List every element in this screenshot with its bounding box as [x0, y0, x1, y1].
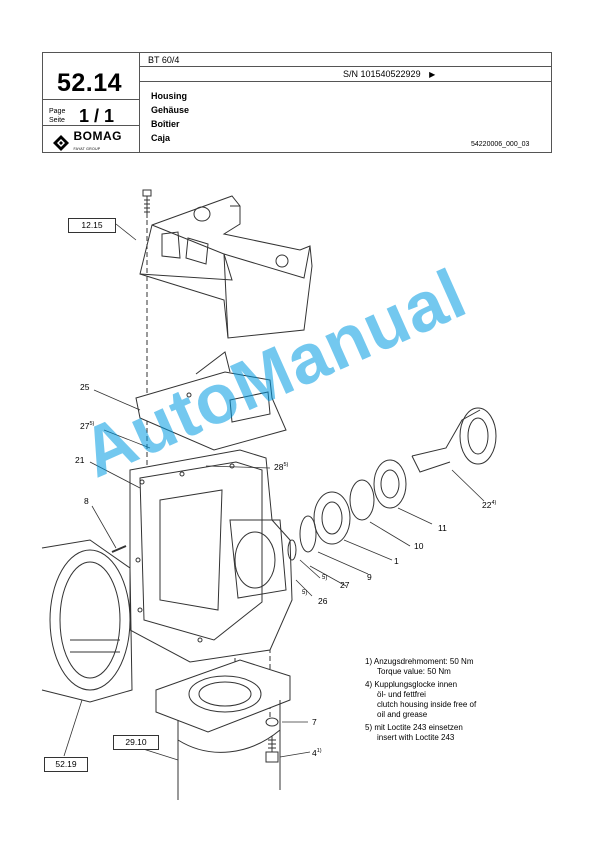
page-label: Page Seite — [49, 107, 65, 125]
label-21: 21 — [75, 455, 85, 465]
ring-26 — [287, 539, 297, 561]
label-26: 26 — [318, 596, 328, 606]
label-28: 285) — [274, 462, 288, 472]
clutch-bell-22 — [411, 407, 497, 473]
label-22: 224) — [482, 500, 496, 510]
title-fr: Boîtier — [151, 119, 180, 129]
label-27-top: 275) — [80, 421, 94, 431]
label-5-note: 5) — [322, 575, 328, 581]
label-4: 41) — [312, 748, 322, 758]
header-rule-2 — [139, 81, 551, 82]
header-rule-left-2 — [43, 125, 139, 126]
seal-11 — [373, 459, 407, 509]
note-4-en-2: oil and grease — [377, 710, 428, 719]
label-9: 9 — [367, 572, 372, 582]
label-28-number: 28 — [274, 462, 284, 472]
label-26-note: 5) — [302, 590, 308, 596]
brand-sub: FAYAT GROUP — [73, 147, 101, 151]
pump-left — [41, 539, 133, 703]
title-es: Caja — [151, 133, 171, 143]
label-27-number: 27 — [80, 421, 90, 431]
document-id: 54220006_000_03 — [471, 141, 530, 148]
ref-box-29-10[interactable]: 29.10 — [113, 735, 159, 750]
bearing-1 — [313, 491, 351, 545]
title-de: Gehäuse — [151, 105, 190, 115]
label-27-bottom: 27 — [340, 580, 350, 590]
model-name: BT 60/4 — [148, 55, 180, 65]
assembly-notes: 1) Anzugsdrehmoment: 50 Nm Torque value:… — [365, 657, 476, 746]
note-5-de: 5) mit Loctite 243 einsetzen — [365, 723, 463, 732]
title-en: Housing — [151, 91, 187, 101]
label-22-number: 22 — [482, 500, 492, 510]
screw-top — [142, 189, 152, 218]
label-7: 7 — [312, 717, 317, 727]
label-22-note: 4) — [491, 500, 497, 507]
note-5-en: insert with Loctite 243 — [377, 733, 455, 742]
label-27-note: 5) — [89, 421, 95, 428]
part-titles: Housing Gehäuse Boîtier Caja — [151, 89, 189, 145]
washer-7 — [265, 717, 279, 727]
label-28-note: 5) — [283, 462, 289, 469]
note-1-de: 1) Anzugsdrehmoment: 50 Nm — [365, 657, 474, 666]
flange-bottom — [155, 659, 291, 800]
header-divider — [139, 53, 140, 152]
label-4-note: 1) — [316, 748, 322, 755]
seal-ring-27 — [299, 515, 317, 553]
circlip-10 — [349, 479, 375, 521]
leader-lines — [63, 223, 485, 761]
bomag-diamond-icon — [53, 134, 69, 151]
label-8: 8 — [84, 496, 89, 506]
bomag-logo: BOMAG FAYAT GROUP — [53, 129, 122, 154]
label-10: 10 — [414, 541, 424, 551]
page-value: 1 / 1 — [79, 106, 115, 126]
ref-box-52-19[interactable]: 52.19 — [44, 757, 88, 772]
page-number: 52.14 — [57, 69, 123, 97]
ref-box-12-15[interactable]: 12.15 — [68, 218, 116, 233]
header-rule-1 — [139, 66, 551, 67]
serial-text: S/N 101540522929 — [343, 69, 421, 79]
guard-cover — [139, 195, 313, 339]
housing-part — [129, 449, 293, 663]
note-1-en: Torque value: 50 Nm — [377, 667, 451, 676]
serial-number: S/N 101540522929 ▶ — [343, 69, 435, 79]
note-4-en-1: clutch housing inside free of — [377, 700, 477, 709]
label-4-number: 4 — [312, 748, 317, 758]
pin-part — [111, 545, 127, 553]
label-11: 11 — [438, 523, 447, 533]
brand-name: BOMAG — [73, 129, 122, 143]
note-4-de-1: 4) Kupplungsglocke innen — [365, 680, 458, 689]
label-25: 25 — [80, 382, 90, 392]
header-rule-left-1 — [43, 99, 139, 100]
plate-part — [135, 351, 287, 451]
page-label-en: Page — [49, 108, 66, 115]
note-4-de-2: öl- und fettfrei — [377, 690, 426, 699]
header-block: BT 60/4 S/N 101540522929 ▶ 52.14 Page Se… — [42, 52, 552, 153]
page-label-de: Seite — [49, 117, 65, 124]
label-1: 1 — [394, 556, 399, 566]
bolt-4 — [265, 736, 279, 763]
serial-arrow-icon: ▶ — [429, 70, 436, 79]
